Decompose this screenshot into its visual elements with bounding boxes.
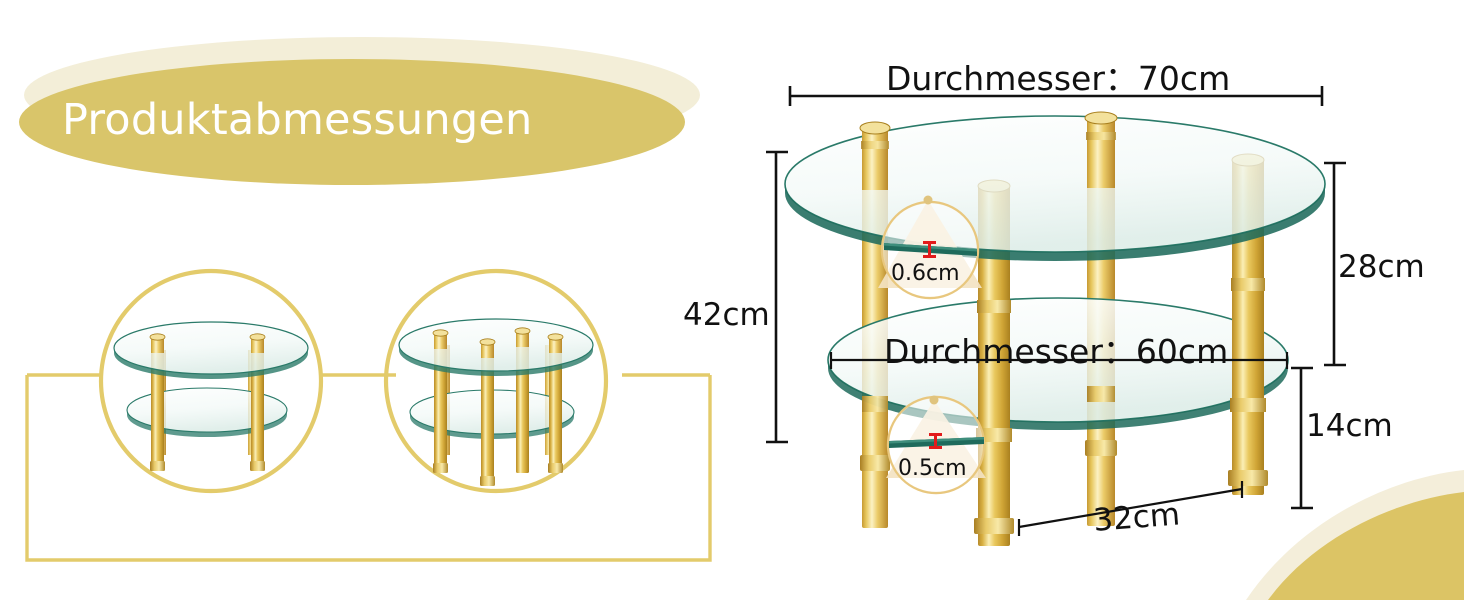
label-lower-height: 14cm	[1306, 408, 1393, 444]
dimline-lower-height	[1291, 366, 1313, 510]
leg-collars-lower	[862, 386, 1115, 412]
thumbnail-perspective-view	[383, 268, 609, 494]
label-leg-span: 32cm	[1092, 496, 1182, 539]
dimline-shelf-diameter	[829, 352, 1289, 369]
leg-feet-back	[860, 440, 1117, 471]
page-title: Produktabmessungen	[62, 95, 533, 145]
label-top-glass-thickness: 0.6cm	[891, 261, 960, 286]
dimline-total-height	[766, 150, 788, 444]
dimline-top-diameter	[788, 86, 1324, 106]
label-total-height: 42cm	[683, 297, 770, 333]
label-top-diameter: Durchmesser：70cm	[886, 59, 1231, 98]
banner-ellipse-front	[19, 59, 685, 185]
thumbnail-side-view	[98, 268, 324, 494]
title-banner	[19, 37, 700, 185]
corner-swoosh	[1246, 470, 1464, 600]
dimline-leg-span	[1017, 481, 1244, 536]
thumbnail-frame	[25, 373, 712, 562]
dimension-lines	[766, 86, 1346, 536]
label-upper-height: 28cm	[1338, 249, 1425, 285]
leg-tops	[859, 111, 1118, 190]
dimline-upper-height	[1324, 161, 1346, 367]
callout-top-thickness	[878, 195, 982, 300]
callout-shelf-thickness	[886, 395, 986, 495]
label-shelf-glass-thickness: 0.5cm	[898, 456, 967, 481]
label-shelf-diameter: Durchmesser：60cm	[884, 332, 1229, 371]
